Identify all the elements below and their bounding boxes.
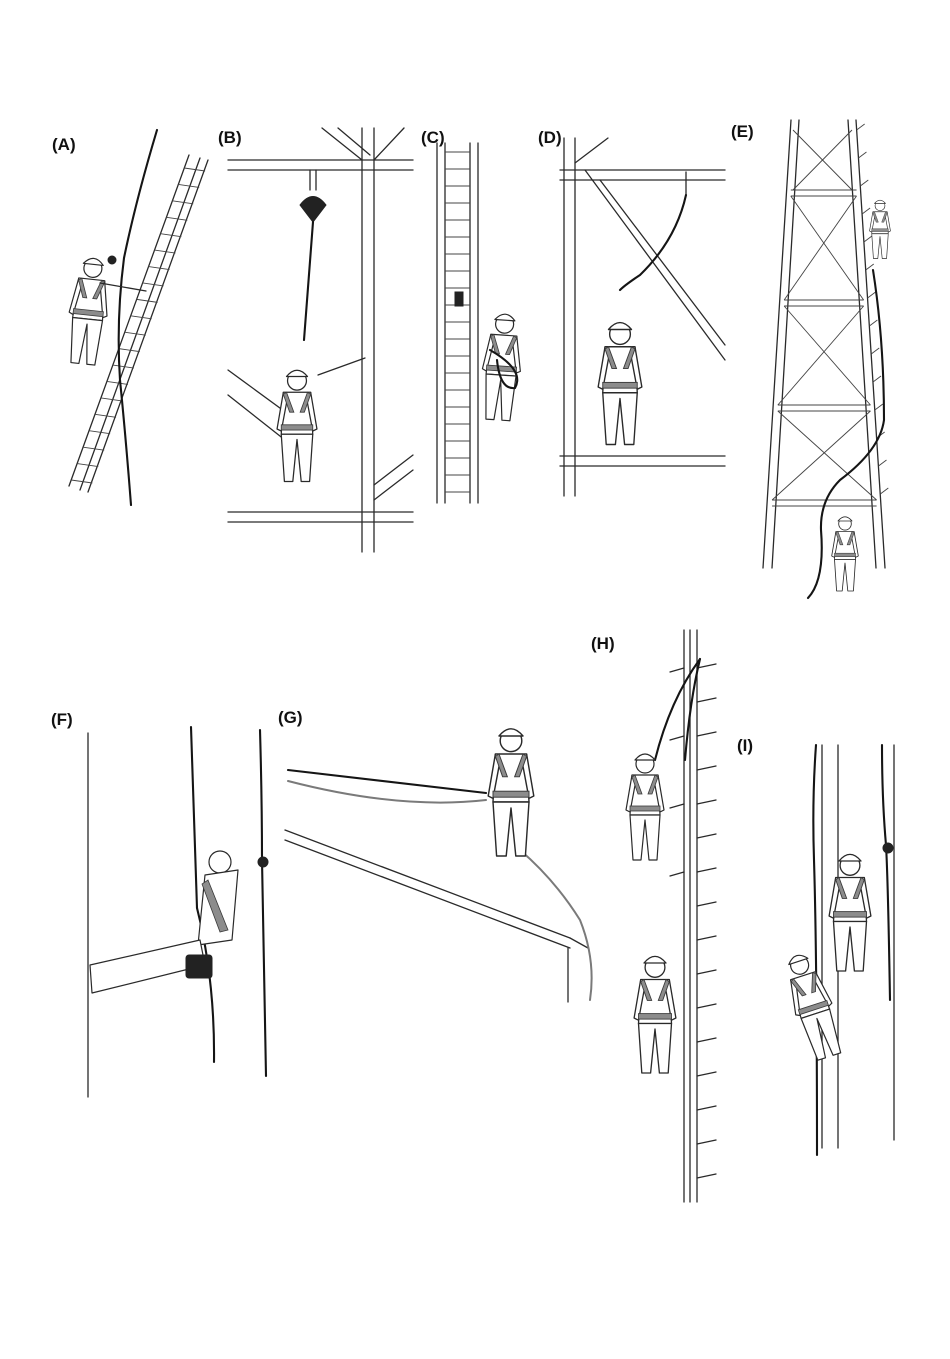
tower-brace: [784, 306, 870, 405]
ladder-rung: [101, 398, 122, 401]
tower-step: [697, 868, 716, 872]
panel-h-climbing-rescue: [626, 630, 716, 1202]
tower-step: [697, 732, 716, 736]
tower-peg: [873, 376, 881, 382]
tower-peg: [857, 124, 865, 130]
tower-peg: [860, 180, 868, 186]
panel-b-retractable-lifeline: [228, 128, 413, 552]
ladder-rung: [89, 431, 110, 434]
tower-step: [697, 1072, 716, 1076]
ladder-rung: [137, 299, 158, 302]
tower-brace: [778, 306, 864, 405]
ladder-rung: [131, 316, 152, 319]
panel-g-roof-horizontal-line: [285, 729, 592, 1002]
ladder-rung: [184, 168, 205, 171]
ladder-rung: [143, 283, 164, 286]
panel-i-rope-rescue: [778, 745, 894, 1155]
tower-step: [697, 1038, 716, 1042]
tower-step: [697, 1140, 716, 1144]
tower-peg: [880, 488, 888, 494]
tower-brace: [772, 411, 870, 500]
tower-step: [697, 936, 716, 940]
tower-peg: [864, 236, 872, 242]
panel-e-tower-rescue: [763, 120, 890, 598]
tower-step: [697, 902, 716, 906]
tower-step: [697, 1174, 716, 1178]
ladder-rung: [113, 365, 134, 368]
tower-step: [697, 970, 716, 974]
panel-f-rope-access-seat: [88, 727, 268, 1097]
tower-peg: [869, 320, 877, 326]
ladder-rung: [77, 464, 98, 467]
ladder-rung: [107, 381, 128, 384]
tower-step: [697, 834, 716, 838]
tower-peg: [871, 348, 879, 354]
tower-step: [697, 800, 716, 804]
ladder-rung: [172, 201, 193, 204]
tower-step: [670, 804, 684, 808]
ladder-rung: [149, 267, 170, 270]
ladder-rung: [160, 234, 181, 237]
tower-peg: [875, 404, 883, 410]
tower-peg: [858, 152, 866, 158]
ladder-rung: [166, 217, 187, 220]
panel-d-lanyard-beam: [560, 138, 725, 496]
ladder-rung: [71, 480, 92, 483]
tower-brace: [778, 411, 877, 500]
tower-peg: [862, 208, 870, 214]
tower-step: [697, 698, 716, 702]
tower-step: [670, 872, 684, 876]
tower-step: [697, 1106, 716, 1110]
ladder-rung: [178, 184, 199, 187]
ladder-rung: [125, 332, 146, 335]
panel-c-ladder-rail: [437, 143, 524, 503]
tower-step: [697, 664, 716, 668]
tower-step: [697, 1004, 716, 1008]
tower-step: [670, 668, 684, 672]
tower-peg: [868, 292, 876, 298]
ladder-rung: [119, 349, 140, 352]
ladder-rung: [95, 414, 116, 417]
panel-a-ladder-lifeline: [64, 130, 208, 505]
ladder-rung: [83, 447, 104, 450]
tower-brace: [784, 196, 856, 300]
tower-step: [697, 766, 716, 770]
tower-brace: [791, 196, 864, 300]
tower-peg: [878, 460, 886, 466]
tower-step: [670, 736, 684, 740]
ladder-rung: [155, 250, 176, 253]
